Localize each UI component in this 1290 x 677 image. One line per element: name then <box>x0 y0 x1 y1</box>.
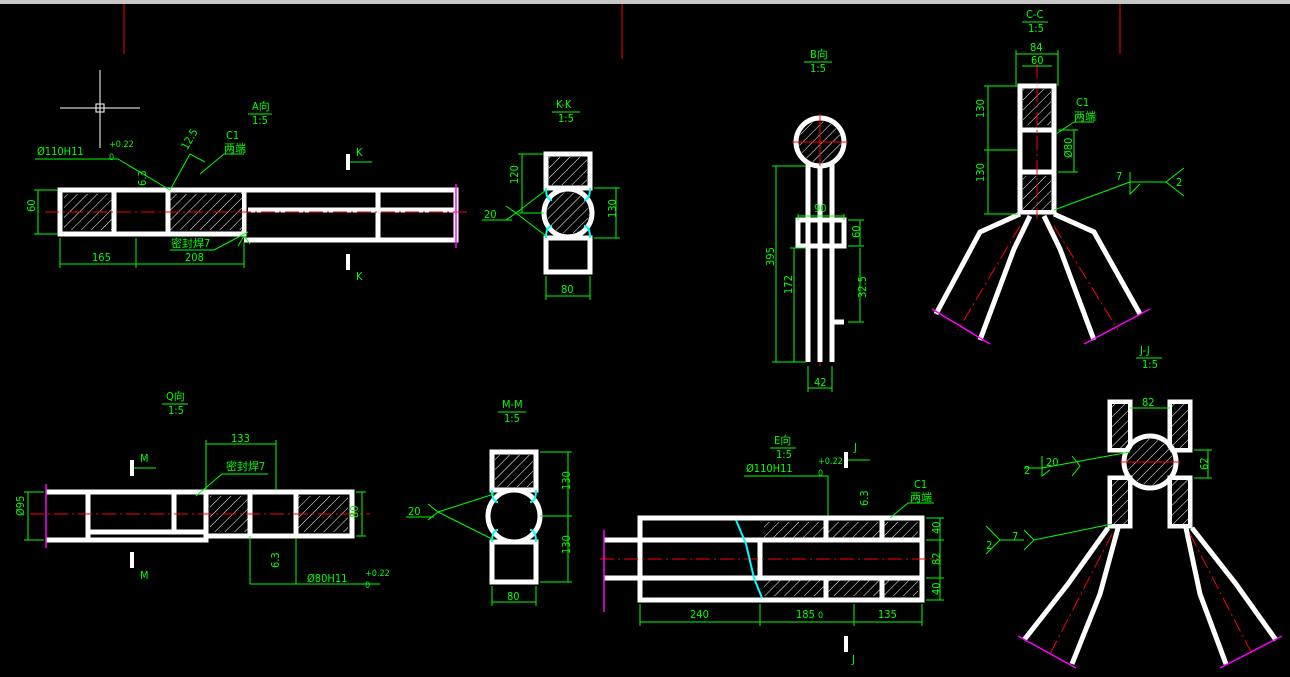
view-c-title: C-C <box>1026 8 1043 21</box>
svg-text:C1: C1 <box>1076 96 1089 109</box>
svg-text:84: 84 <box>1030 41 1043 54</box>
svg-text:0: 0 <box>818 469 823 479</box>
view-a[interactable]: A向 1:5 Ø110H11 +0.22 0 12.5 6.3 C1 两端 密封… <box>25 99 470 283</box>
svg-text:1:5: 1:5 <box>1142 358 1158 371</box>
view-b[interactable]: B向 1:5 395 172 90 60 32.5 42 <box>764 47 869 392</box>
svg-text:165: 165 <box>92 251 111 264</box>
svg-text:两端: 两端 <box>1074 110 1096 123</box>
svg-text:80: 80 <box>507 590 520 603</box>
svg-text:1:5: 1:5 <box>558 112 574 125</box>
svg-text:两端: 两端 <box>224 142 246 155</box>
svg-text:130: 130 <box>560 535 573 554</box>
svg-text:J: J <box>853 441 857 454</box>
svg-text:J: J <box>851 653 855 666</box>
svg-text:+0.22: +0.22 <box>109 140 134 150</box>
svg-text:2: 2 <box>986 539 992 552</box>
svg-text:7: 7 <box>1012 530 1018 543</box>
svg-text:0: 0 <box>365 581 370 591</box>
svg-text:172: 172 <box>782 275 795 294</box>
svg-text:82: 82 <box>1142 396 1155 409</box>
svg-text:1:5: 1:5 <box>504 412 520 425</box>
view-j-j[interactable]: J-J 1:5 82 62 20 2 7 2 <box>985 344 1283 669</box>
svg-text:6.3: 6.3 <box>858 490 871 506</box>
svg-text:130: 130 <box>974 163 987 182</box>
svg-text:两端: 两端 <box>910 491 932 504</box>
svg-text:K: K <box>356 270 363 283</box>
svg-text:42: 42 <box>814 376 827 389</box>
svg-text:130: 130 <box>974 99 987 118</box>
cad-drawing-canvas[interactable]: A向 1:5 Ø110H11 +0.22 0 12.5 6.3 C1 两端 密封… <box>0 4 1290 673</box>
view-e[interactable]: E向 1:5 Ø110H11 +0.22 0 6.3 C1 两端 <box>600 433 944 666</box>
svg-text:32.5: 32.5 <box>856 276 869 298</box>
svg-text:M: M <box>140 452 149 465</box>
view-m-title: M-M <box>502 398 523 411</box>
svg-text:7: 7 <box>1116 170 1122 183</box>
svg-text:0: 0 <box>109 153 114 163</box>
weld-symbol-label: 20 <box>484 208 497 221</box>
svg-text:2: 2 <box>1176 176 1182 189</box>
svg-text:120: 120 <box>508 165 521 184</box>
svg-text:60: 60 <box>1031 54 1044 67</box>
fit-callout: Ø110H11 <box>746 462 793 475</box>
weld-symbol-label: 20 <box>408 505 421 518</box>
svg-text:395: 395 <box>764 247 777 266</box>
svg-text:K: K <box>356 146 363 159</box>
view-m-m[interactable]: M-M 1:5 130 130 80 20 <box>406 398 573 606</box>
svg-text:185: 185 <box>796 608 815 621</box>
svg-text:90: 90 <box>814 202 827 215</box>
svg-text:240: 240 <box>690 608 709 621</box>
svg-text:80: 80 <box>348 505 361 518</box>
svg-text:6.3: 6.3 <box>269 552 282 568</box>
view-q[interactable]: Q向 1:5 133 密封焊7 Ø95 80 6.3 Ø80H11 +0.22 <box>14 389 390 591</box>
title-strip <box>0 0 1290 4</box>
view-j-title: J-J <box>1139 344 1150 357</box>
svg-text:Ø80: Ø80 <box>1062 138 1075 158</box>
svg-text:6.3: 6.3 <box>136 170 149 186</box>
svg-text:135: 135 <box>878 608 897 621</box>
svg-text:密封焊7: 密封焊7 <box>226 459 265 473</box>
svg-text:1:5: 1:5 <box>168 404 184 417</box>
svg-text:80: 80 <box>561 283 574 296</box>
svg-text:133: 133 <box>231 432 250 445</box>
fit-callout: Ø110H11 <box>37 145 84 158</box>
svg-text:0: 0 <box>818 611 823 621</box>
svg-text:208: 208 <box>185 251 204 264</box>
crosshair-cursor-icon <box>60 70 140 148</box>
svg-text:M: M <box>140 569 149 582</box>
svg-text:1:5: 1:5 <box>1028 22 1044 35</box>
view-b-title: B向 <box>810 47 828 61</box>
svg-text:82: 82 <box>930 552 943 565</box>
view-a-scale: 1:5 <box>252 114 268 127</box>
view-a-title: A向 <box>252 99 270 113</box>
view-q-title: Q向 <box>166 389 185 403</box>
svg-text:+0.22: +0.22 <box>818 457 843 467</box>
view-k-title: K-K <box>556 98 572 111</box>
svg-text:130: 130 <box>606 199 619 218</box>
view-k-k[interactable]: K-K 1:5 120 130 80 20 <box>482 98 620 300</box>
cad-drawing[interactable]: A向 1:5 Ø110H11 +0.22 0 12.5 6.3 C1 两端 密封… <box>0 4 1290 673</box>
svg-text:60: 60 <box>850 225 863 238</box>
svg-text:Ø80H11: Ø80H11 <box>307 572 347 585</box>
svg-text:1:5: 1:5 <box>776 448 792 461</box>
svg-text:12.5: 12.5 <box>179 126 201 152</box>
svg-text:1:5: 1:5 <box>810 62 826 75</box>
svg-text:2: 2 <box>1024 464 1030 477</box>
view-c-c[interactable]: C-C 1:5 84 60 130 130 Ø80 C1 两端 7 <box>931 8 1185 345</box>
svg-text:60: 60 <box>25 199 38 212</box>
svg-text:Ø95: Ø95 <box>14 496 27 516</box>
svg-text:40: 40 <box>930 582 943 595</box>
svg-text:C1: C1 <box>226 129 239 142</box>
svg-text:62: 62 <box>1198 457 1211 470</box>
seal-weld-label: 密封焊7 <box>171 236 210 250</box>
svg-text:130: 130 <box>560 471 573 490</box>
svg-text:C1: C1 <box>914 478 927 491</box>
view-e-title: E向 <box>774 433 791 447</box>
svg-text:40: 40 <box>930 521 943 534</box>
svg-text:+0.22: +0.22 <box>365 569 390 579</box>
